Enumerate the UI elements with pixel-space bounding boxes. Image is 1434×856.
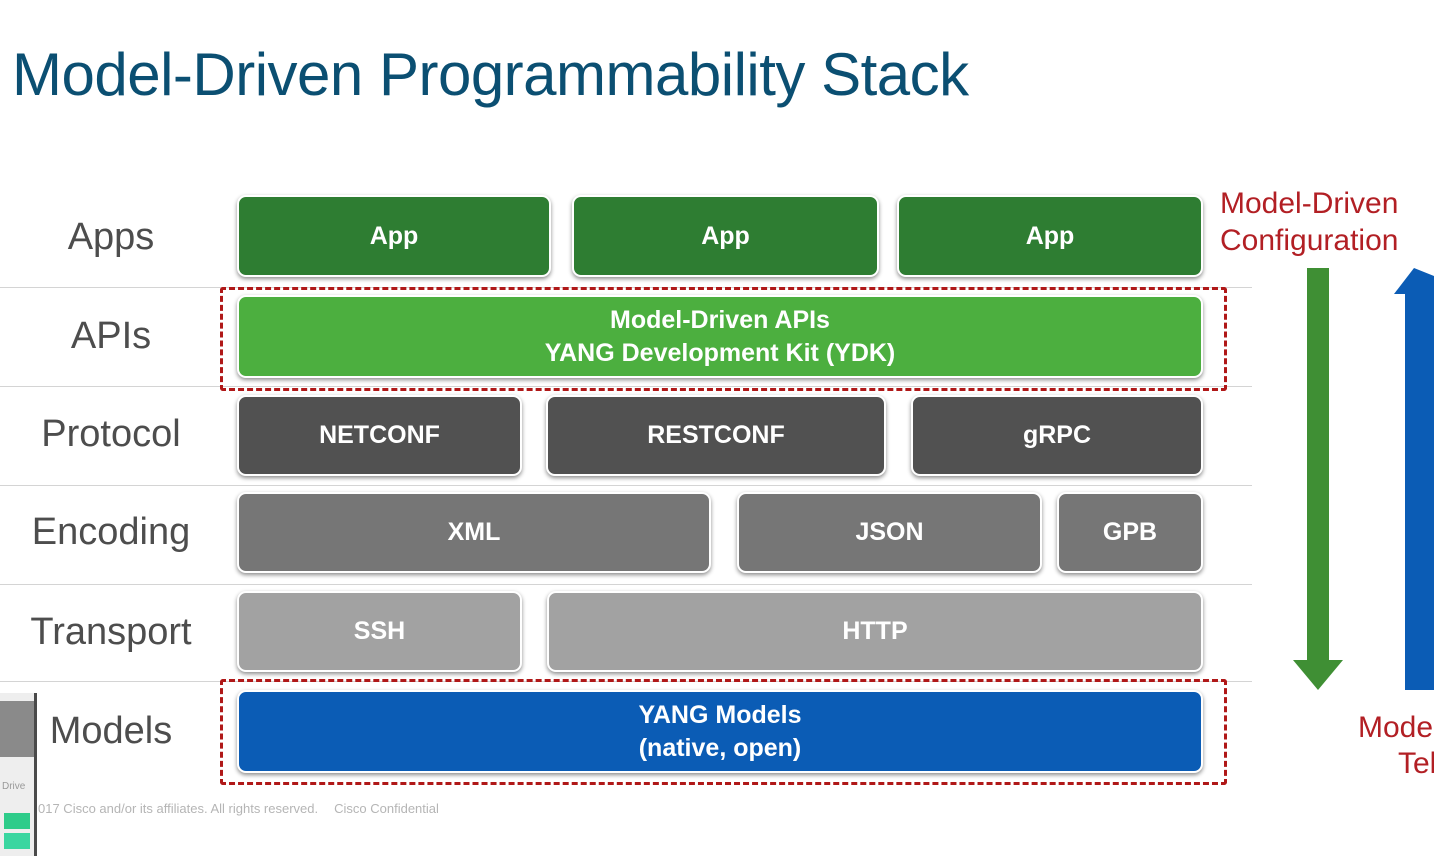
model-driven-configuration-label: Model-Driven Configuration xyxy=(1220,187,1399,257)
thumbnail-image xyxy=(0,701,34,757)
telemetry-up-arrow-icon xyxy=(1394,268,1434,690)
protocol-box: NETCONF xyxy=(237,395,522,476)
protocol-box: gRPC xyxy=(911,395,1203,476)
transport-box: HTTP xyxy=(547,591,1203,672)
protocol-box: RESTCONF xyxy=(546,395,886,476)
layer-label-transport: Transport xyxy=(30,611,192,653)
model-driven-telemetry-label-line2: Tel xyxy=(1398,747,1434,780)
apis-line2: YANG Development Kit (YDK) xyxy=(544,338,896,367)
page-title: Model-Driven Programmability Stack xyxy=(12,41,969,108)
layer-label-encoding: Encoding xyxy=(31,511,191,553)
thumbnail-text: Drive xyxy=(2,781,26,792)
app-box: App xyxy=(897,195,1203,277)
encoding-box: GPB xyxy=(1057,492,1203,573)
yang-models-box: YANG Models (native, open) xyxy=(237,690,1203,773)
api-dashed-highlight xyxy=(220,287,1227,391)
footer-copyright: 017 Cisco and/or its affiliates. All rig… xyxy=(38,801,319,816)
transport-box: SSH xyxy=(237,591,522,672)
layer-label-models: Models xyxy=(49,710,173,752)
footer: 017 Cisco and/or its affiliates. All rig… xyxy=(38,801,439,816)
app-box: App xyxy=(237,195,551,277)
config-down-arrow-icon xyxy=(1293,268,1343,690)
app-box: App xyxy=(572,195,879,277)
layer-divider xyxy=(0,584,1252,585)
model-driven-telemetry-label-line1: Model- xyxy=(1358,711,1434,744)
layer-divider xyxy=(0,485,1252,486)
encoding-box: XML xyxy=(237,492,711,573)
models-line1: YANG Models xyxy=(638,700,802,729)
models-dashed-highlight xyxy=(220,679,1227,785)
model-driven-apis-box: Model-Driven APIs YANG Development Kit (… xyxy=(237,295,1203,378)
apis-line1: Model-Driven APIs xyxy=(610,305,830,334)
models-line2: (native, open) xyxy=(638,733,802,762)
layer-label-apps: Apps xyxy=(67,216,155,258)
slide-thumbnail: Drive xyxy=(0,693,37,856)
footer-confidential: Cisco Confidential xyxy=(334,801,439,816)
thumbnail-bar xyxy=(4,813,30,829)
layer-label-apis: APIs xyxy=(70,315,152,357)
encoding-box: JSON xyxy=(737,492,1042,573)
layer-divider xyxy=(0,386,1252,387)
layer-label-protocol: Protocol xyxy=(41,413,181,455)
thumbnail-bar xyxy=(4,833,30,849)
